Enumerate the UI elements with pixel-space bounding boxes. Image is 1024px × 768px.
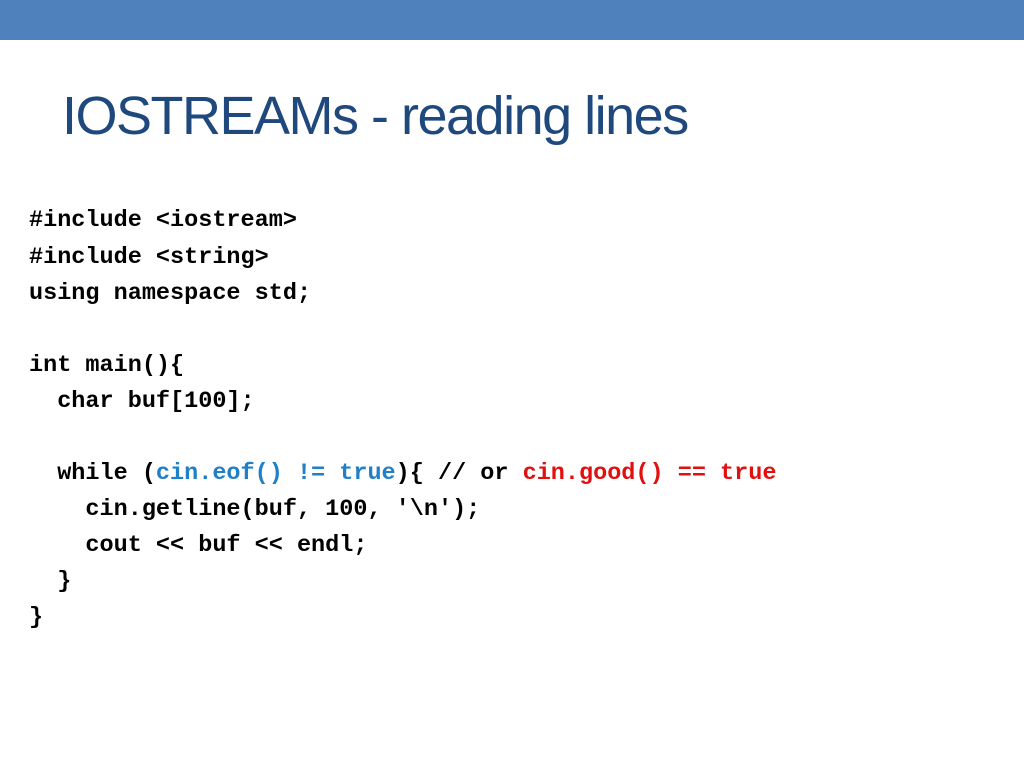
- code-line-cout: cout << buf << endl;: [29, 532, 368, 559]
- code-line-include-string: #include <string>: [29, 244, 269, 271]
- code-line-getline: cin.getline(buf, 100, '\n');: [29, 496, 481, 523]
- code-line-using-namespace: using namespace std;: [29, 280, 312, 307]
- good-condition-highlight: cin.good() == true: [522, 460, 777, 487]
- code-line-main-signature: int main(){: [29, 352, 185, 379]
- code-line-include-iostream: #include <iostream>: [29, 207, 297, 234]
- code-line-while-loop: while (cin.eof() != true){ // or cin.goo…: [29, 456, 776, 492]
- slide-title: IOSTREAMs - reading lines: [62, 86, 689, 146]
- while-prefix: while (: [29, 460, 156, 487]
- eof-condition-highlight: cin.eof() != true: [155, 460, 396, 487]
- top-accent-bar: [0, 0, 1024, 40]
- code-line-main-close: }: [29, 604, 44, 631]
- code-line-buffer-declaration: char buf[100];: [29, 388, 255, 415]
- code-line-loop-close: }: [29, 568, 72, 595]
- while-comment: ){ // or: [395, 460, 523, 487]
- code-block: #include <iostream> #include <string> us…: [29, 203, 776, 631]
